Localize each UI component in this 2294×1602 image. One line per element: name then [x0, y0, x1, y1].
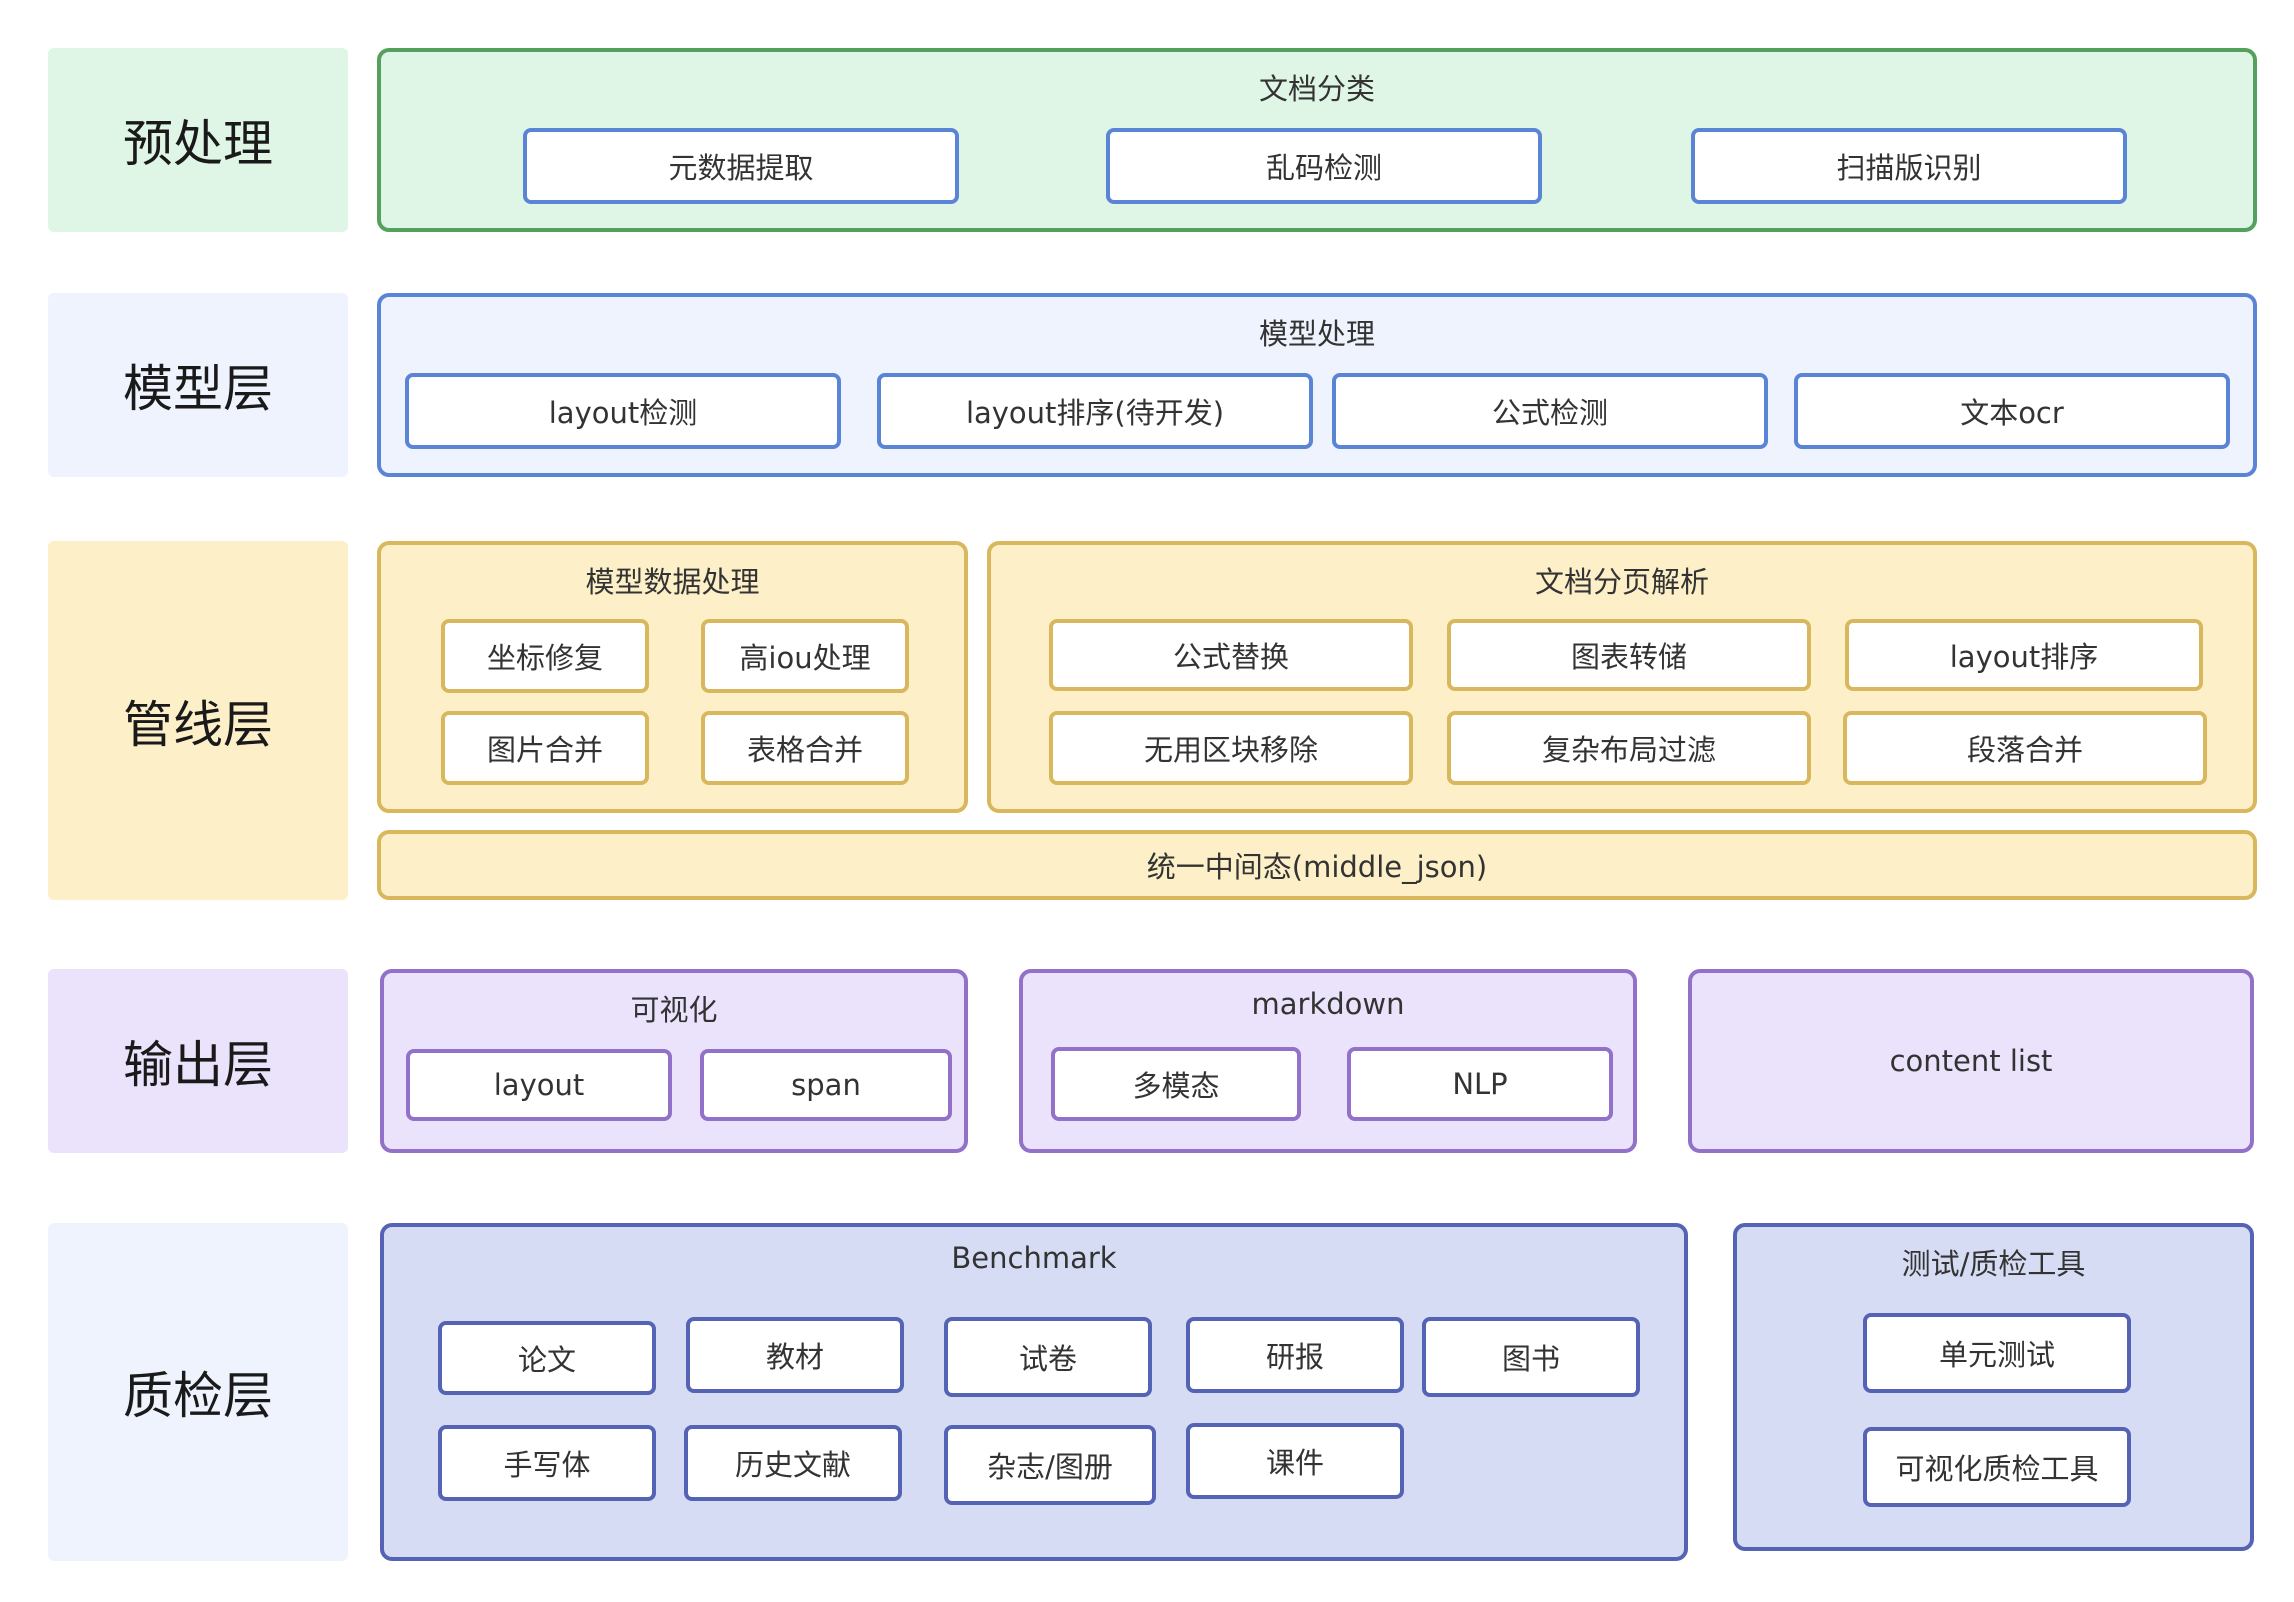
group-title: 文档分类 — [1258, 72, 1375, 106]
benchmark-paper-box: 论文 — [438, 1321, 656, 1395]
model-processing-group: 模型处理 layout检测 layout排序(待开发) 公式检测 文本ocr — [377, 293, 2257, 477]
middle-json-bar: 统一中间态(middle_json) — [377, 830, 2257, 900]
layer-label-pipeline: 管线层 — [48, 541, 348, 900]
nlp-box: NLP — [1347, 1047, 1613, 1121]
layer-label-output: 输出层 — [48, 969, 348, 1153]
benchmark-group: Benchmark 论文 教材 试卷 研报 图书 手写体 历史文献 杂志/图册 … — [380, 1223, 1688, 1561]
image-merge-box: 图片合并 — [441, 711, 649, 785]
group-title: 文档分页解析 — [1534, 565, 1709, 599]
paragraph-merge-box: 段落合并 — [1843, 711, 2207, 785]
model-data-processing-group: 模型数据处理 坐标修复 高iou处理 图片合并 表格合并 — [377, 541, 968, 813]
test-tools-group: 测试/质检工具 单元测试 可视化质检工具 — [1733, 1223, 2254, 1551]
unit-test-box: 单元测试 — [1863, 1313, 2131, 1393]
formula-replace-box: 公式替换 — [1049, 619, 1413, 691]
benchmark-courseware-box: 课件 — [1186, 1423, 1404, 1499]
layout-detection-box: layout检测 — [405, 373, 841, 449]
multimodal-box: 多模态 — [1051, 1047, 1301, 1121]
visual-qa-tool-box: 可视化质检工具 — [1863, 1427, 2131, 1507]
visualization-group: 可视化 layout span — [380, 969, 968, 1153]
group-title: 可视化 — [630, 993, 718, 1027]
group-title: 测试/质检工具 — [1901, 1247, 2086, 1281]
table-merge-box: 表格合并 — [701, 711, 909, 785]
group-title: 模型数据处理 — [585, 565, 760, 599]
chart-dump-box: 图表转储 — [1447, 619, 1811, 691]
span-output-box: span — [700, 1049, 952, 1121]
high-iou-box: 高iou处理 — [701, 619, 909, 693]
benchmark-handwriting-box: 手写体 — [438, 1425, 656, 1501]
benchmark-book-box: 图书 — [1422, 1317, 1640, 1397]
group-title: Benchmark — [951, 1241, 1117, 1275]
benchmark-magazine-box: 杂志/图册 — [944, 1425, 1156, 1505]
layout-output-box: layout — [406, 1049, 672, 1121]
text-ocr-box: 文本ocr — [1794, 373, 2230, 449]
content-list-box: content list — [1688, 969, 2254, 1153]
garbled-detection-box: 乱码检测 — [1106, 128, 1542, 204]
doc-paging-parse-group: 文档分页解析 公式替换 图表转储 layout排序 无用区块移除 复杂布局过滤 … — [987, 541, 2257, 813]
benchmark-textbook-box: 教材 — [686, 1317, 904, 1393]
complex-layout-filter-box: 复杂布局过滤 — [1447, 711, 1811, 785]
layer-label-qa: 质检层 — [48, 1223, 348, 1561]
layout-sorting-box: layout排序(待开发) — [877, 373, 1313, 449]
metadata-extraction-box: 元数据提取 — [523, 128, 959, 204]
group-title: 模型处理 — [1258, 317, 1375, 351]
scanned-recognition-box: 扫描版识别 — [1691, 128, 2127, 204]
coord-fix-box: 坐标修复 — [441, 619, 649, 693]
benchmark-exam-box: 试卷 — [944, 1317, 1152, 1397]
doc-classification-group: 文档分类 元数据提取 乱码检测 扫描版识别 — [377, 48, 2257, 232]
layer-label-model: 模型层 — [48, 293, 348, 477]
layout-sort-box: layout排序 — [1845, 619, 2203, 691]
layer-label-preprocess: 预处理 — [48, 48, 348, 232]
group-title: markdown — [1251, 987, 1405, 1021]
benchmark-historical-box: 历史文献 — [684, 1425, 902, 1501]
formula-detection-box: 公式检测 — [1332, 373, 1768, 449]
benchmark-research-box: 研报 — [1186, 1317, 1404, 1393]
markdown-group: markdown 多模态 NLP — [1019, 969, 1637, 1153]
useless-block-removal-box: 无用区块移除 — [1049, 711, 1413, 785]
